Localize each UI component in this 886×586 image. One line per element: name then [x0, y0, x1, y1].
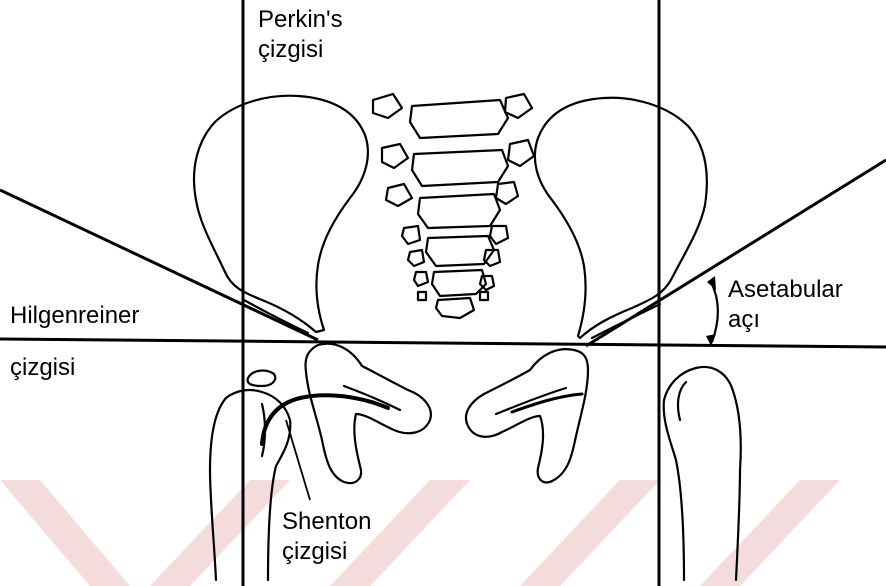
hilgenreiner-line — [0, 339, 886, 347]
perkins-label-line2: çizgisi — [258, 36, 323, 64]
shenton-label-line1: Shenton — [282, 508, 371, 536]
shenton-pointer — [286, 420, 310, 500]
acetabular-angle-arc — [711, 282, 718, 342]
sacrum — [373, 94, 534, 318]
acetabular-arrow-top — [707, 276, 716, 290]
hilgenreiner-label-line1: Hilgenreiner — [10, 302, 139, 330]
right-femur-metaphysis — [678, 382, 686, 420]
acetabular-label-line1: Asetabular — [728, 276, 843, 304]
watermark — [0, 480, 840, 586]
left-ilium — [194, 96, 368, 332]
perkins-label-line1: Perkin's — [258, 6, 343, 34]
left-femoral-nucleus — [248, 371, 276, 386]
acetabular-label-line2: açı — [728, 306, 760, 334]
left-pubis — [306, 344, 431, 483]
right-ilium — [535, 98, 707, 338]
right-pubis — [466, 349, 588, 482]
right-obturator — [496, 388, 566, 414]
shenton-label-line2: çizgisi — [282, 538, 347, 566]
hilgenreiner-label-line2: çizgisi — [10, 354, 75, 382]
right-femur — [664, 367, 741, 580]
